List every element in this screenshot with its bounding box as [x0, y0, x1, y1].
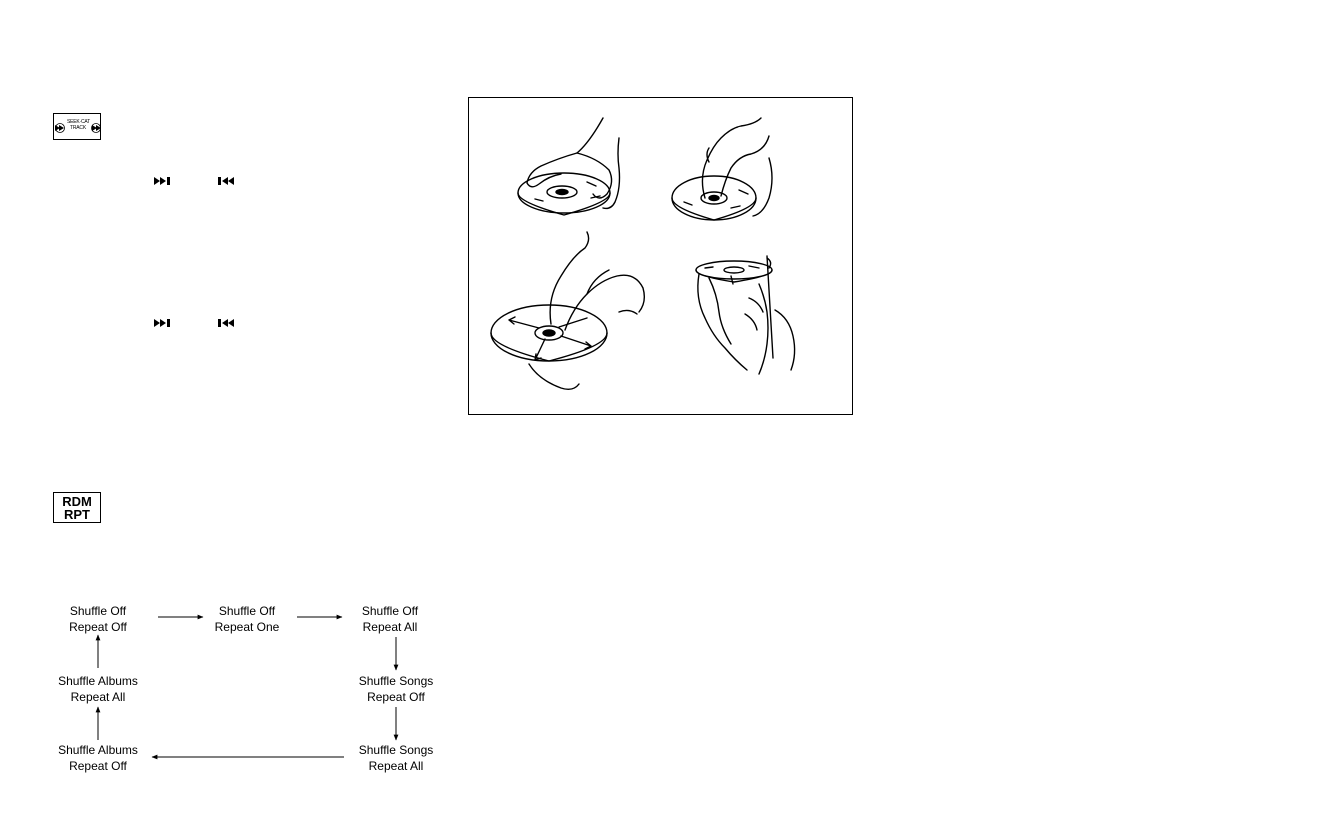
- flow-node-shuffle-off-repeat-all: Shuffle Off Repeat All: [352, 603, 428, 635]
- flow-node-line: Repeat One: [205, 619, 289, 635]
- flow-node-line: Repeat Off: [349, 689, 443, 705]
- flow-node-shuffle-songs-repeat-all: Shuffle Songs Repeat All: [349, 742, 443, 774]
- flow-node-line: Shuffle Albums: [48, 742, 148, 758]
- shuffle-repeat-flow-diagram: Shuffle Off Repeat Off Shuffle Off Repea…: [0, 0, 460, 838]
- flow-node-shuffle-off-repeat-one: Shuffle Off Repeat One: [205, 603, 289, 635]
- disc-held-upright: [696, 256, 795, 374]
- disc-held-by-edges: [518, 118, 620, 215]
- disc-wiping-outward: [491, 232, 644, 389]
- flow-node-line: Repeat All: [48, 689, 148, 705]
- flow-node-shuffle-songs-repeat-off: Shuffle Songs Repeat Off: [349, 673, 443, 705]
- flow-node-line: Repeat All: [349, 758, 443, 774]
- flow-node-line: Repeat All: [352, 619, 428, 635]
- flow-node-line: Shuffle Off: [205, 603, 289, 619]
- flow-node-line: Shuffle Off: [60, 603, 136, 619]
- disc-held-by-centre: [672, 118, 772, 220]
- flow-node-shuffle-off-repeat-off: Shuffle Off Repeat Off: [60, 603, 136, 635]
- flow-node-line: Shuffle Songs: [349, 742, 443, 758]
- flow-node-line: Shuffle Songs: [349, 673, 443, 689]
- flow-node-line: Shuffle Albums: [48, 673, 148, 689]
- cd-handling-illustration: [469, 98, 852, 414]
- flow-arrows: [0, 0, 460, 838]
- flow-node-line: Repeat Off: [48, 758, 148, 774]
- flow-node-shuffle-albums-repeat-off: Shuffle Albums Repeat Off: [48, 742, 148, 774]
- flow-node-line: Repeat Off: [60, 619, 136, 635]
- cd-handling-figure: [468, 97, 853, 415]
- flow-node-shuffle-albums-repeat-all: Shuffle Albums Repeat All: [48, 673, 148, 705]
- flow-node-line: Shuffle Off: [352, 603, 428, 619]
